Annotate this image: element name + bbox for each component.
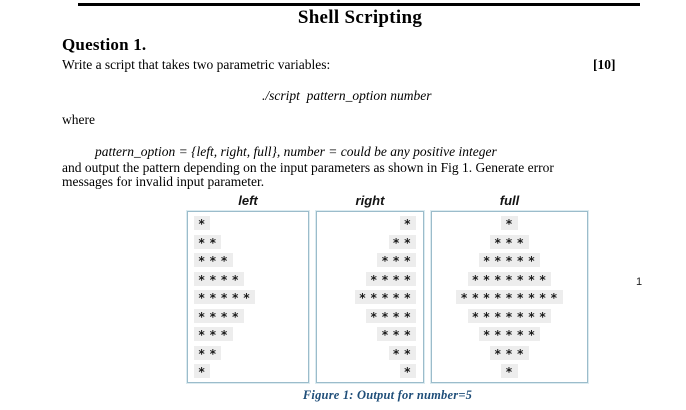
parameter-definition: pattern_option = {left, right, full}, nu… xyxy=(95,144,497,159)
pattern-row: ** xyxy=(194,234,308,253)
pattern-row: ********* xyxy=(432,289,587,308)
asterisk-run: ***** xyxy=(354,290,416,304)
asterisk-run: **** xyxy=(194,271,244,286)
pattern-row: ***** xyxy=(432,326,587,345)
pattern-row: **** xyxy=(194,308,308,327)
asterisk-run: * xyxy=(399,364,416,378)
asterisk-run: * xyxy=(194,364,211,378)
asterisk-run: ******* xyxy=(467,308,552,323)
pattern-row: **** xyxy=(317,271,416,290)
asterisk-run: *** xyxy=(377,327,416,341)
pattern-row: *** xyxy=(317,252,416,271)
pattern-box-right: ************************* xyxy=(315,210,425,384)
where-label: where xyxy=(62,112,95,127)
pattern-row: * xyxy=(317,363,416,382)
pattern-label-full: full xyxy=(499,193,520,208)
pattern-box-left: ************************* xyxy=(186,210,310,384)
pattern-row: * xyxy=(194,215,308,234)
pattern-row: **** xyxy=(194,271,308,290)
asterisk-run: *** xyxy=(377,253,416,267)
asterisk-run: ********* xyxy=(456,290,563,304)
pattern-label-left: left xyxy=(238,193,258,208)
figure-caption: Figure 1: Output for number=5 xyxy=(302,388,473,402)
pattern-row: ** xyxy=(317,345,416,364)
pattern-row: ***** xyxy=(194,289,308,308)
asterisk-run: **** xyxy=(366,308,416,323)
pattern-box-full: ****************************************… xyxy=(430,210,589,384)
pattern-row: * xyxy=(317,215,416,234)
pattern-row: ** xyxy=(317,234,416,253)
asterisk-run: * xyxy=(501,216,518,230)
title-rule xyxy=(78,3,640,6)
asterisk-run: **** xyxy=(366,271,416,286)
asterisk-run: ** xyxy=(194,234,222,249)
marks-badge: [10] xyxy=(593,57,616,72)
asterisk-run: ******* xyxy=(467,271,552,286)
page-number: 1 xyxy=(636,276,643,288)
pattern-row: ** xyxy=(194,345,308,364)
asterisk-run: ** xyxy=(388,345,416,360)
pattern-row: *** xyxy=(432,234,587,253)
pattern-row: *** xyxy=(194,252,308,271)
pattern-row: * xyxy=(194,363,308,382)
pattern-row: *** xyxy=(194,326,308,345)
question-body-line: messages for invalid input parameter. xyxy=(62,174,265,189)
asterisk-run: ** xyxy=(388,234,416,249)
question-body-line: and output the pattern depending on the … xyxy=(62,160,554,175)
pattern-panel-right: right ************************* xyxy=(315,193,425,384)
asterisk-run: ***** xyxy=(478,253,541,267)
asterisk-run: ***** xyxy=(478,327,541,341)
pattern-row: ***** xyxy=(317,289,416,308)
asterisk-run: ** xyxy=(194,345,222,360)
pattern-row: * xyxy=(432,363,587,382)
pattern-row: ******* xyxy=(432,271,587,290)
asterisk-run: **** xyxy=(194,308,244,323)
command-example: ./script pattern_option number xyxy=(262,88,432,103)
asterisk-run: * xyxy=(399,216,416,230)
question-heading: Question 1. xyxy=(62,35,147,54)
pattern-panel-full: full ***********************************… xyxy=(430,193,589,384)
question-prompt: Write a script that takes two parametric… xyxy=(62,57,331,72)
pattern-row: *** xyxy=(432,345,587,364)
pattern-row: *** xyxy=(317,326,416,345)
page-title: Shell Scripting xyxy=(297,7,423,28)
asterisk-run: * xyxy=(501,364,518,378)
asterisk-run: *** xyxy=(194,253,233,267)
pattern-row: ******* xyxy=(432,308,587,327)
asterisk-run: *** xyxy=(490,234,529,249)
pattern-panel-left: left ************************* xyxy=(186,193,310,384)
pattern-label-right: right xyxy=(355,193,385,208)
asterisk-run: * xyxy=(194,216,211,230)
asterisk-run: *** xyxy=(194,327,233,341)
asterisk-run: ***** xyxy=(194,290,256,304)
pattern-row: * xyxy=(432,215,587,234)
pattern-row: **** xyxy=(317,308,416,327)
asterisk-run: *** xyxy=(490,345,529,360)
pattern-row: ***** xyxy=(432,252,587,271)
